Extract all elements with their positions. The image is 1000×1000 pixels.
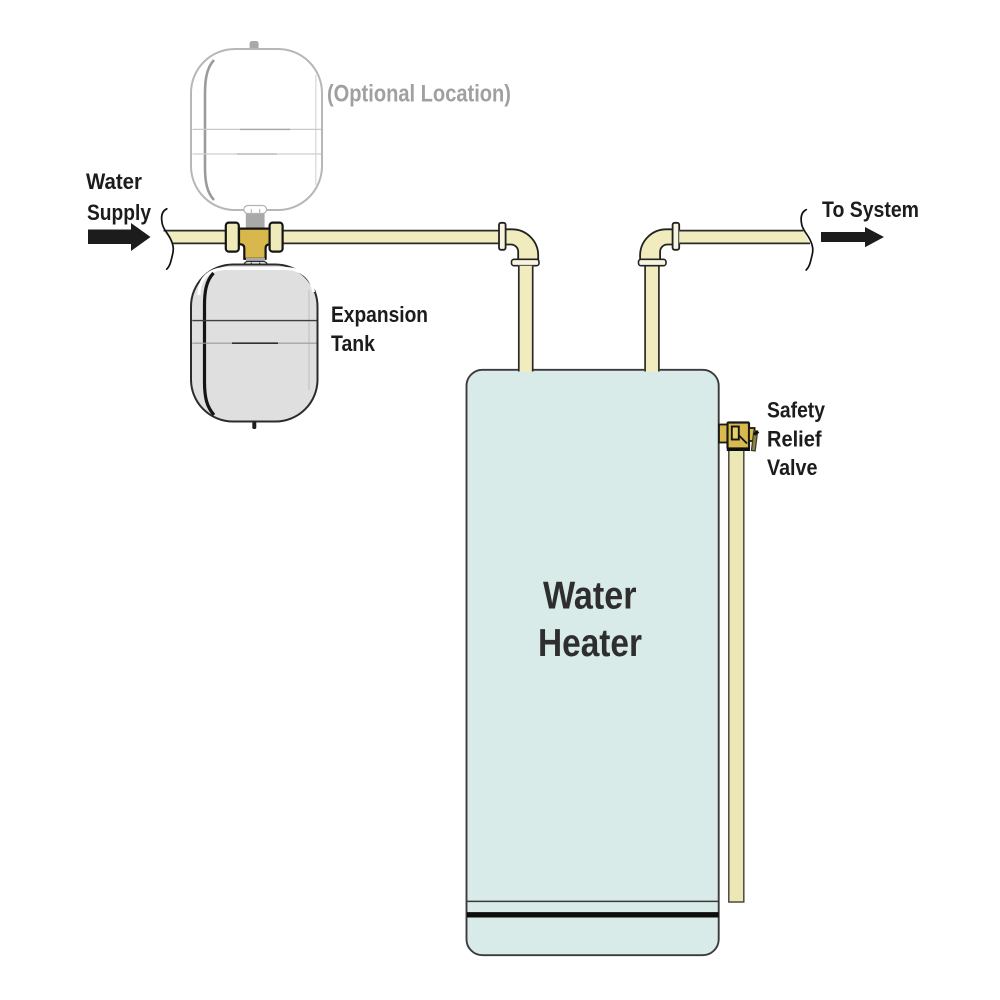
- svg-text:(Optional Location): (Optional Location): [327, 81, 511, 108]
- svg-text:Expansion: Expansion: [331, 302, 428, 327]
- svg-text:Supply: Supply: [87, 200, 152, 225]
- svg-text:Relief: Relief: [767, 426, 822, 451]
- svg-text:Valve: Valve: [767, 455, 818, 480]
- svg-text:Water: Water: [86, 169, 142, 194]
- svg-text:To System: To System: [822, 197, 919, 222]
- svg-text:Water: Water: [543, 575, 637, 618]
- svg-text:Safety: Safety: [767, 398, 826, 423]
- svg-text:Heater: Heater: [538, 622, 642, 665]
- svg-text:Tank: Tank: [331, 331, 376, 356]
